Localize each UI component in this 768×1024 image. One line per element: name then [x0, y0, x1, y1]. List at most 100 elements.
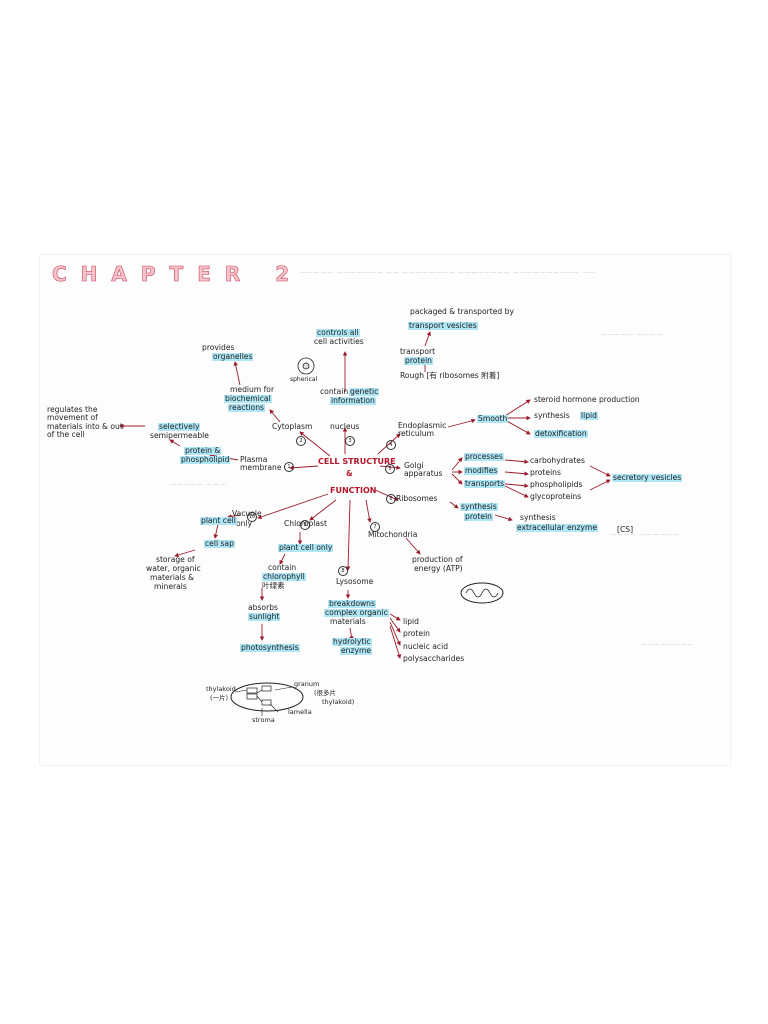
node-cytoplasm: Cytoplasm: [272, 422, 313, 431]
chloro-photosynthesis: photosynthesis: [240, 643, 300, 653]
lyso-enzyme: enzyme: [340, 646, 373, 656]
cyto-biochemical: biochemical: [224, 394, 272, 404]
plasma-selectively: selectively: [158, 422, 201, 432]
er-transport-vesicles: transport vesicles: [408, 321, 478, 331]
chloro-lamella: lamella: [288, 708, 312, 716]
cyto-organelles: organelles: [212, 352, 254, 362]
plasma-regulates-text: regulates the movement of materials into…: [47, 405, 123, 440]
page-title: CHAPTER 2: [52, 262, 304, 287]
chloro-thylakoid: thylakoid: [206, 685, 236, 693]
bleed-through-mark: ~~~~ ~~~~~~: [610, 530, 680, 539]
ribo-extracellular: extracellular enzyme: [516, 523, 598, 533]
er-synthesis: synthesis: [534, 411, 570, 420]
node-ribosomes: Ribosomes: [396, 494, 438, 503]
node-mitochondria: Mitochondria: [368, 530, 418, 539]
lyso-polysaccharides: polysaccharides: [403, 654, 465, 663]
golgi-carbohydrates: carbohydrates: [530, 456, 585, 465]
bleed-through-mark: ~~~~~ ~~~: [170, 480, 227, 489]
number-badge: 7: [370, 522, 380, 532]
golgi-modifies: modifies: [464, 466, 499, 476]
golgi-secretory-vesicles: secretory vesicles: [612, 473, 683, 483]
number-badge: 10: [247, 512, 257, 522]
cyto-reactions: reactions: [228, 403, 265, 413]
ribo-synthesis-2: synthesis: [520, 513, 556, 522]
bleed-through-mark: ~~~~~ ~~~~: [600, 330, 663, 339]
golgi-transports: transports: [464, 479, 506, 489]
chloro-granum-cn: (很多片: [314, 689, 337, 697]
nucleus-information: information: [330, 396, 376, 406]
vac-water: water, organic: [146, 564, 201, 573]
node-lysosome: Lysosome: [336, 577, 374, 586]
plasma-protein: protein &: [184, 446, 222, 456]
ribo-protein: protein: [464, 512, 493, 522]
number-badge: 4: [386, 440, 396, 450]
er-steroid: steroid hormone production: [534, 395, 640, 404]
chloro-plant-cell-only: plant cell only: [278, 543, 334, 553]
ribo-cs: [CS]: [617, 525, 634, 534]
chloro-granum-cn-2: thylakoid): [322, 698, 355, 706]
nucleus-cell-activities: cell activities: [314, 337, 364, 346]
chloro-granum: granum: [294, 680, 320, 688]
cyto-medium: medium for: [230, 385, 275, 394]
chloro-absorbs: absorbs: [248, 603, 278, 612]
bleed-through-mark: ~~~~~~ ~~~~~~~~~~ ~~: [470, 268, 596, 277]
node-endoplasmic-reticulum: Endoplasmic reticulum: [398, 421, 447, 439]
center-connector: &: [346, 469, 353, 478]
lyso-protein: protein: [403, 629, 430, 638]
er-detox: detoxification: [534, 429, 588, 439]
bleed-through-mark: ~~~~~ ~~~~~~~ ~~ ~~~~~~~~ ~~~: [300, 268, 478, 277]
chloro-stroma: stroma: [252, 716, 275, 724]
number-badge: 9: [300, 520, 310, 530]
lyso-hydrolytic: hydrolytic: [332, 637, 372, 647]
plasma-semipermeable: semipermeable: [150, 431, 209, 440]
vac-plant-cell: plant cell: [200, 516, 237, 526]
lyso-complex: complex organic: [324, 608, 389, 618]
chloro-contain: contain: [268, 563, 297, 572]
er-lipid: lipid: [580, 411, 598, 421]
chloro-sunlight: sunlight: [248, 612, 281, 622]
node-golgi-apparatus: Golgi apparatus: [404, 461, 443, 479]
lyso-nucleic-acid: nucleic acid: [403, 642, 449, 651]
center-cell-structure: CELL STRUCTURE: [318, 457, 396, 466]
cyto-provides: provides: [202, 343, 235, 352]
number-badge: 1: [284, 462, 294, 472]
node-nucleus: nucleus: [330, 422, 360, 431]
node-chloroplast: Chloroplast: [284, 519, 327, 528]
paper-sheet: [40, 255, 730, 765]
golgi-proteins: proteins: [530, 468, 561, 477]
nucleus-controls: controls all: [316, 328, 360, 338]
ribo-synthesis: synthesis: [460, 502, 498, 512]
center-function: FUNCTION: [330, 486, 377, 495]
golgi-glycoproteins: glycoproteins: [530, 492, 582, 501]
nucleus-contain: contain: [320, 387, 349, 396]
golgi-processes: processes: [464, 452, 504, 462]
lyso-materials: materials: [330, 617, 366, 626]
chloro-chlorophyll-cn: 叶绿素: [262, 581, 285, 590]
bleed-through-mark: ~~~~~~~~: [640, 640, 694, 649]
er-rough: Rough [有 ribosomes 附着]: [400, 371, 500, 380]
vac-minerals: minerals: [154, 582, 187, 591]
number-badge: 3: [345, 436, 355, 446]
lyso-breakdowns: breakdowns: [328, 599, 376, 609]
er-transport: transport: [400, 347, 436, 356]
number-badge: 5: [385, 464, 395, 474]
number-badge: 8: [338, 566, 348, 576]
vacuole-only: only: [236, 519, 253, 528]
chloro-thylakoid-cn: (一片): [210, 694, 229, 702]
vac-cell-sap: cell sap: [204, 539, 235, 549]
mito-energy: energy (ATP): [414, 564, 463, 573]
chloro-chlorophyll: chlorophyll: [262, 572, 306, 582]
er-packaged: packaged & transported by: [410, 307, 514, 316]
node-vacuole: Vacuole: [232, 509, 262, 518]
plasma-phospholipid: phospholipid: [180, 455, 231, 465]
vac-materials: materials &: [150, 573, 194, 582]
golgi-phospholipids: phospholipids: [530, 480, 583, 489]
number-badge: 2: [296, 436, 306, 446]
nucleus-genetic: genetic: [349, 387, 380, 397]
mito-production: production of: [412, 555, 463, 564]
number-badge: 6: [386, 494, 396, 504]
vac-storage: storage of: [156, 555, 195, 564]
nucleus-spherical: spherical: [290, 376, 318, 383]
node-plasma-membrane: Plasma membrane: [240, 455, 282, 473]
